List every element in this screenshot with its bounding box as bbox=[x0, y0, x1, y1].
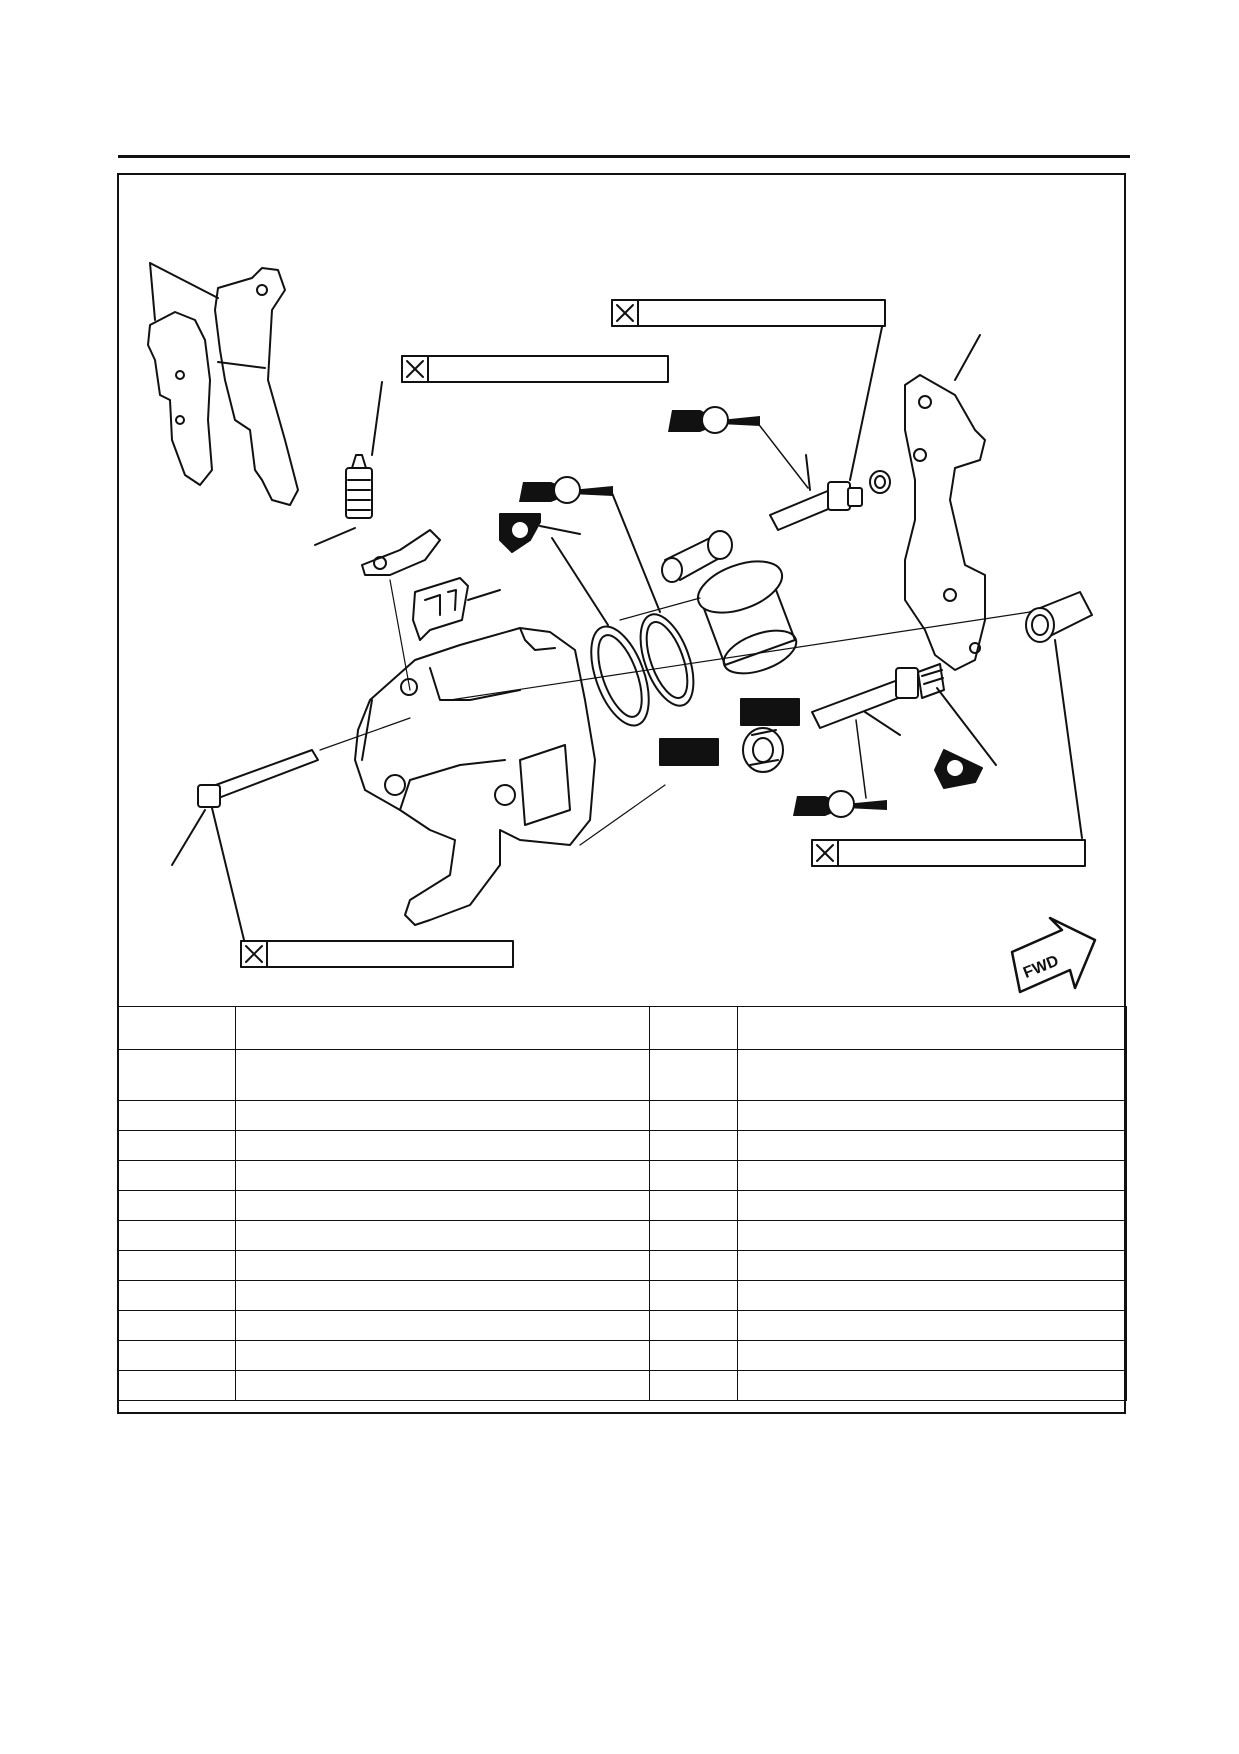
table-cell bbox=[117, 1130, 236, 1161]
rubber-boot bbox=[742, 727, 784, 773]
caliper-body bbox=[354, 627, 596, 926]
table-cell bbox=[235, 1220, 650, 1251]
table-row bbox=[117, 1100, 1127, 1131]
piston bbox=[696, 560, 798, 675]
diagram-frame bbox=[117, 173, 1126, 1414]
table-cell bbox=[649, 1160, 738, 1191]
table-cell bbox=[117, 1370, 236, 1401]
table-cell bbox=[737, 1006, 1127, 1050]
parts-table bbox=[117, 1006, 1127, 1401]
table-cell bbox=[117, 1280, 236, 1311]
grease-symbol bbox=[793, 790, 887, 818]
grease-symbol bbox=[519, 476, 613, 504]
table-cell bbox=[737, 1190, 1127, 1221]
table-cell bbox=[649, 1130, 738, 1161]
fwd-arrow-icon: FWD bbox=[1010, 916, 1097, 994]
label-plate-new bbox=[659, 738, 719, 766]
table-cell bbox=[649, 1370, 738, 1401]
table-cell bbox=[235, 1250, 650, 1281]
table-cell bbox=[117, 1100, 236, 1131]
table-cell bbox=[117, 1310, 236, 1341]
callout-box-top-right bbox=[611, 299, 886, 327]
table-cell bbox=[649, 1006, 738, 1050]
bleed-screw bbox=[314, 381, 383, 546]
header-rule bbox=[118, 155, 1130, 158]
table-cell bbox=[235, 1130, 650, 1161]
table-cell bbox=[737, 1100, 1127, 1131]
brake-pads bbox=[147, 262, 299, 506]
piston-seals bbox=[551, 487, 695, 727]
table-cell bbox=[117, 1220, 236, 1251]
table-row bbox=[117, 1280, 1127, 1311]
table-cell bbox=[649, 1049, 738, 1101]
table-cell bbox=[235, 1340, 650, 1371]
table-cell bbox=[737, 1049, 1127, 1101]
table-cell bbox=[737, 1220, 1127, 1251]
table-cell bbox=[117, 1340, 236, 1371]
table-cell bbox=[737, 1370, 1127, 1401]
table-row bbox=[117, 1006, 1127, 1050]
table-cell bbox=[117, 1190, 236, 1221]
table-cell bbox=[235, 1370, 650, 1401]
table-cell bbox=[235, 1100, 650, 1131]
assembly-axis bbox=[319, 579, 1031, 846]
table-cell bbox=[737, 1250, 1127, 1281]
brake-fluid-symbol bbox=[499, 513, 581, 553]
bleed-cap bbox=[361, 529, 441, 576]
table-cell bbox=[737, 1340, 1127, 1371]
table-cell bbox=[737, 1130, 1127, 1161]
table-cell bbox=[649, 1340, 738, 1371]
table-cell bbox=[649, 1280, 738, 1311]
table-cell bbox=[117, 1006, 236, 1050]
table-cell bbox=[235, 1006, 650, 1050]
table-cell bbox=[117, 1250, 236, 1281]
table-row bbox=[117, 1310, 1127, 1341]
table-cell bbox=[235, 1280, 650, 1311]
table-cell bbox=[649, 1250, 738, 1281]
table-row bbox=[117, 1370, 1127, 1401]
table-row bbox=[117, 1049, 1127, 1101]
table-cell bbox=[649, 1310, 738, 1341]
table-cell bbox=[235, 1160, 650, 1191]
table-cell bbox=[649, 1100, 738, 1131]
table-row bbox=[117, 1160, 1127, 1191]
table-row bbox=[117, 1250, 1127, 1281]
table-cell bbox=[235, 1310, 650, 1341]
table-cell bbox=[737, 1160, 1127, 1191]
table-cell bbox=[235, 1190, 650, 1221]
table-row bbox=[117, 1340, 1127, 1371]
table-row bbox=[117, 1220, 1127, 1251]
table-row bbox=[117, 1130, 1127, 1161]
table-cell bbox=[737, 1280, 1127, 1311]
caliper-bracket bbox=[904, 334, 986, 671]
table-cell bbox=[117, 1049, 236, 1101]
brake-fluid-symbol bbox=[934, 749, 983, 789]
callout-box-bottom-left bbox=[240, 940, 514, 968]
table-cell bbox=[117, 1160, 236, 1191]
table-cell bbox=[649, 1190, 738, 1221]
grease-symbol bbox=[668, 406, 760, 434]
sleeve bbox=[1025, 591, 1093, 839]
slide-pin-lower bbox=[811, 663, 997, 766]
table-cell bbox=[737, 1310, 1127, 1341]
label-plate-new bbox=[740, 698, 800, 726]
caliper-bolt bbox=[661, 530, 733, 583]
slide-pin-left bbox=[171, 749, 319, 941]
slide-pin-upper bbox=[769, 326, 891, 531]
table-cell bbox=[235, 1049, 650, 1101]
pad-spring bbox=[412, 577, 501, 641]
table-row bbox=[117, 1190, 1127, 1221]
callout-box-bleed-screw bbox=[401, 355, 669, 383]
callout-box-lower-right bbox=[811, 839, 1086, 867]
table-cell bbox=[649, 1220, 738, 1251]
